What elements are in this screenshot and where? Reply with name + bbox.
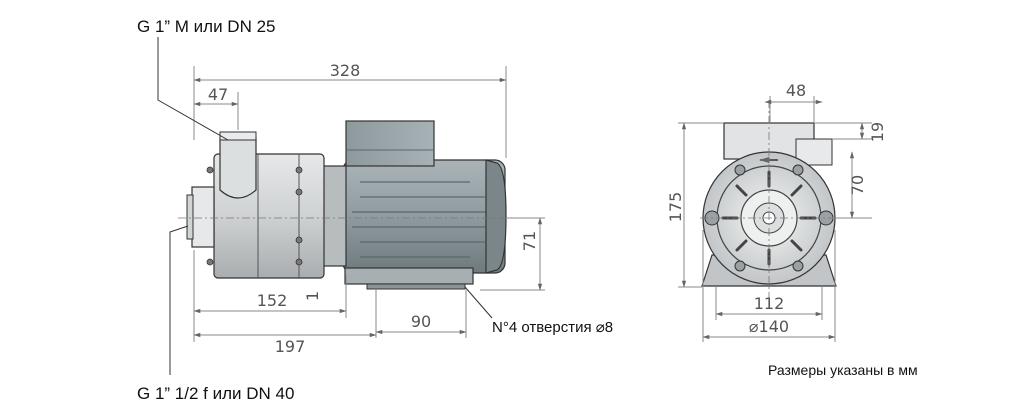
dim-outlet-width: 48 [786,81,806,100]
motor-end-cap [485,159,507,274]
dim-foot-spacing: 90 [411,312,431,331]
motor-body [342,159,506,274]
motor-flange [321,165,347,267]
dim-outlet-center: 70 [848,175,867,195]
inlet-flange [191,186,215,248]
dim-diameter: ⌀140 [749,317,789,336]
top-connection-label: G 1” M или DN 25 [137,17,276,36]
side-view [178,120,545,290]
outlet-nozzle [219,137,257,199]
dim-total-height: 175 [666,192,685,223]
holes-label: N°4 отверстия ⌀8 [492,319,613,336]
terminal-box [345,120,435,167]
dim-foot-gap: 1 [303,291,322,301]
base-foot [344,267,474,285]
side-dimensions: 328 47 152 1 90 197 71 [193,61,545,356]
dim-outlet-offset: 47 [208,85,228,104]
dim-inlet-to-foot: 152 [257,291,288,310]
dim-foot-width: 112 [754,294,785,313]
dim-shaft-height: 71 [520,231,539,251]
front-dimensions: 48 19 70 175 112 ⌀140 [666,81,887,342]
side-leaders [157,37,493,375]
motor-fins [352,181,490,258]
dim-total-length: 197 [275,337,306,356]
dim-outlet-height: 19 [868,122,887,142]
front-view [700,100,840,300]
units-note: Размеры указаны в мм [768,362,918,378]
dim-overall-length: 328 [330,61,361,80]
bottom-connection-label: G 1” 1/2 f или DN 40 [137,384,294,403]
